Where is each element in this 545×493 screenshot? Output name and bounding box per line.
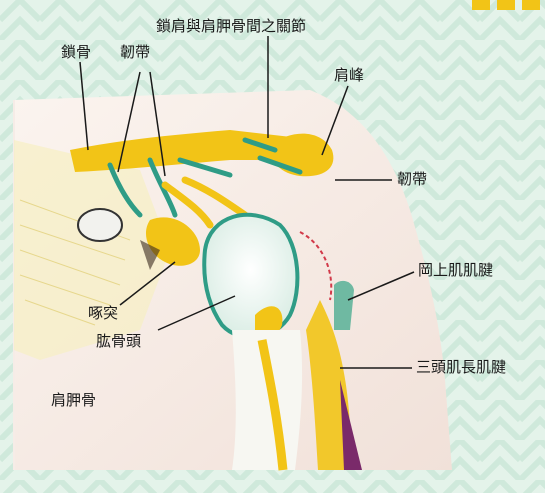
humeral-head-bone [204, 215, 297, 338]
corner-tab [522, 0, 540, 10]
label-ac-joint: 鎖肩與肩胛骨間之關節 [156, 19, 306, 34]
label-acromion: 肩峰 [334, 68, 364, 83]
coracoid-process [78, 209, 122, 241]
label-supraspinatus-tendon: 岡上肌肌腱 [418, 263, 493, 278]
label-ligament-left: 韌帶 [120, 45, 150, 60]
label-humeral-head: 肱骨頭 [96, 334, 141, 349]
corner-tab [472, 0, 490, 10]
label-ligament-right: 韌帶 [397, 172, 427, 187]
corner-tab [497, 0, 515, 10]
label-triceps-long-tendon: 三頭肌長肌腱 [416, 360, 506, 375]
label-coracoid: 啄突 [88, 306, 118, 321]
label-scapula: 肩胛骨 [51, 393, 96, 408]
label-clavicle: 鎖骨 [61, 45, 91, 60]
